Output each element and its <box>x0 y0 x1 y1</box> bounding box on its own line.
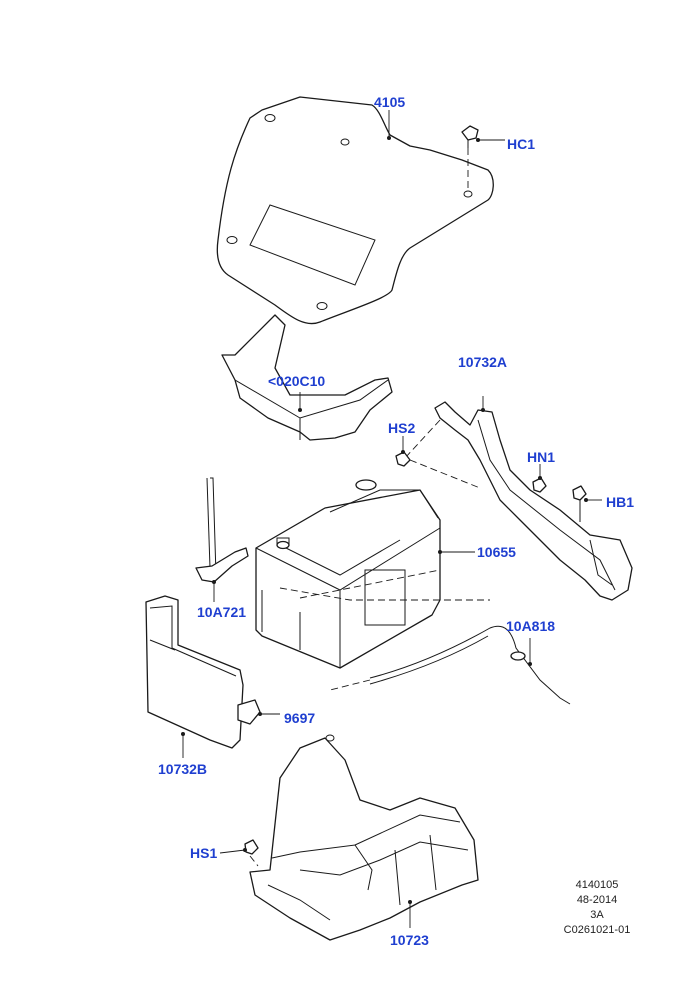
battery-tray-10723 <box>249 734 479 941</box>
battery-duct-10732a <box>404 396 633 601</box>
side-panel-10732b <box>145 595 244 758</box>
callout-hs2[interactable]: HS2 <box>388 420 416 436</box>
reference-line-2: 48-2014 <box>576 894 618 906</box>
grommet-9697 <box>237 699 280 725</box>
callout-hn1[interactable]: HN1 <box>527 449 556 465</box>
callout-10a818[interactable]: 10A818 <box>506 618 556 634</box>
callout-10a721[interactable]: 10A721 <box>197 604 247 620</box>
battery-clamp-10a721 <box>195 477 249 602</box>
reference-line-1: 4140105 <box>575 879 619 891</box>
push-clip-hc1 <box>461 125 505 188</box>
battery-bracket-020c10 <box>221 314 393 441</box>
battery-10655 <box>255 479 490 669</box>
reference-line-4: C0261021-01 <box>563 924 631 936</box>
callout-10732b[interactable]: 10732B <box>158 761 208 777</box>
callout-9697[interactable]: 9697 <box>284 710 316 726</box>
callout-4105[interactable]: 4105 <box>374 94 406 110</box>
diagram-reference-block: 4140105 48-2014 3A C0261021-01 <box>552 878 642 938</box>
reference-line-3: 3A <box>590 909 604 921</box>
callout-hs1[interactable]: HS1 <box>190 845 218 861</box>
screw-hs2 <box>395 436 411 467</box>
callout-hb1[interactable]: HB1 <box>606 494 635 510</box>
bolt-hb1 <box>572 485 602 522</box>
nut-hn1 <box>532 464 547 493</box>
screw-hs1 <box>219 839 259 867</box>
callout-10723[interactable]: 10723 <box>390 932 429 948</box>
leader-4105-dot <box>387 136 391 140</box>
callout-10655[interactable]: 10655 <box>477 544 516 560</box>
callout-020c10[interactable]: <020C10 <box>268 373 326 389</box>
callout-hc1[interactable]: HC1 <box>507 136 536 152</box>
battery-cover-pad <box>216 96 494 325</box>
callout-10732a[interactable]: 10732A <box>458 354 508 370</box>
vent-tube-10a818 <box>329 625 571 705</box>
